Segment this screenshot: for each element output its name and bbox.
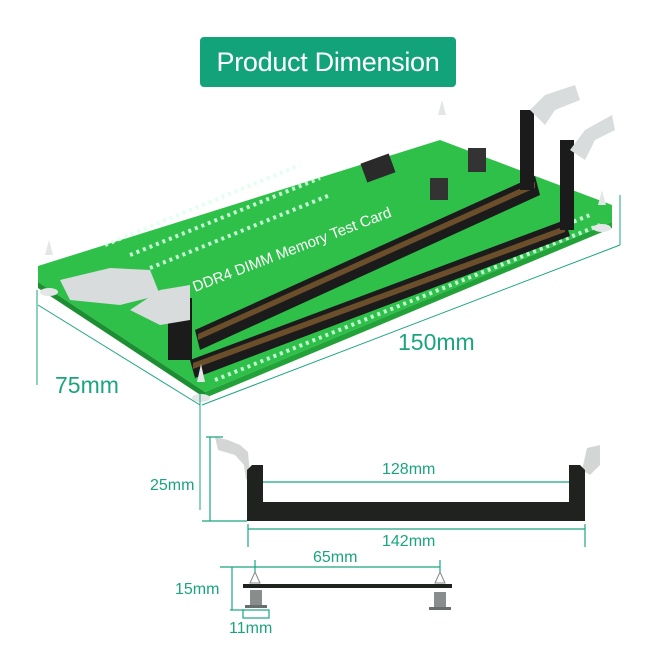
slot-side-view bbox=[215, 437, 600, 521]
standoff-side-view bbox=[243, 570, 452, 610]
side-dimension-lines bbox=[202, 436, 586, 547]
standoffs bbox=[40, 100, 611, 402]
standoff-height-label: 15mm bbox=[175, 581, 219, 598]
dimm-slot-2 bbox=[168, 140, 574, 378]
slot-inner-label: 128mm bbox=[382, 461, 435, 478]
standoff-dimension-lines bbox=[220, 560, 441, 619]
board-dimension-lines bbox=[36, 195, 621, 510]
title-badge: Product Dimension bbox=[200, 37, 456, 87]
standoff-spacing-label: 65mm bbox=[313, 549, 357, 566]
standoff-base-label: 11mm bbox=[229, 620, 272, 637]
slot-outer-label: 142mm bbox=[382, 533, 435, 550]
height-label: 25mm bbox=[150, 477, 194, 494]
dimm-slot-1 bbox=[195, 110, 540, 350]
board-width-label: 75mm bbox=[55, 372, 119, 398]
board-length-label: 150mm bbox=[398, 329, 475, 355]
slot-latches bbox=[60, 85, 615, 325]
